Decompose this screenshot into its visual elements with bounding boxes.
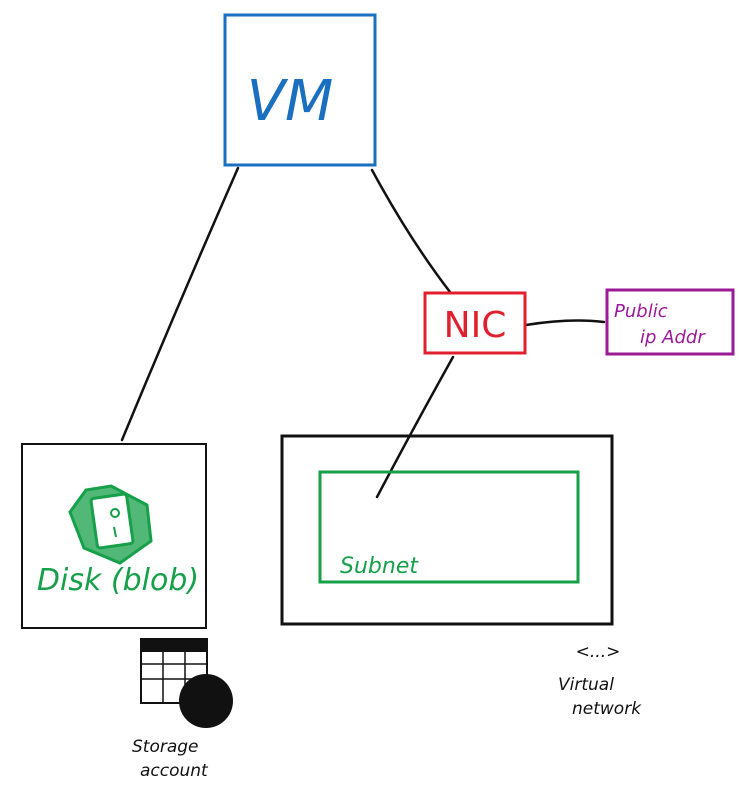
subnet-box <box>318 470 580 584</box>
storage-account-icon <box>140 638 233 728</box>
storage-account-caption-line2: account <box>140 761 209 781</box>
connector-nic-subnet <box>375 355 455 499</box>
disk-label: Disk (blob) <box>37 563 199 598</box>
public-ip-box <box>605 288 735 356</box>
code-brackets-icon: <...> <box>576 642 621 662</box>
connectors <box>120 166 606 499</box>
virtual-network-node: Subnet <...> Virtual network <box>280 434 642 719</box>
disk-box <box>21 443 207 629</box>
subnet-label: Subnet <box>340 554 419 579</box>
virtual-network-box <box>280 434 614 626</box>
public-ip-label-line1: Public <box>614 301 668 322</box>
subnet-node: Subnet <box>318 470 580 584</box>
virtual-network-caption-line2: network <box>572 699 642 719</box>
nic-node: NIC <box>423 291 527 355</box>
connector-nic-public-ip <box>524 319 606 327</box>
storage-account-node: Storage account <box>132 638 233 781</box>
vm-node: VM <box>223 13 377 167</box>
disk-node: Disk (blob) <box>21 443 207 629</box>
nic-box <box>423 291 527 355</box>
vm-box <box>223 13 377 167</box>
connector-vm-disk <box>120 166 240 442</box>
disk-icon <box>68 484 153 565</box>
nic-label: NIC <box>444 305 507 346</box>
virtual-network-caption-line1: Virtual <box>558 675 614 695</box>
vm-label: VM <box>247 69 334 134</box>
public-ip-label-line2: ip Addr <box>640 327 706 348</box>
storage-account-caption-line1: Storage <box>132 737 199 757</box>
connector-vm-nic <box>370 168 452 294</box>
public-ip-node: Public ip Addr <box>605 288 735 356</box>
